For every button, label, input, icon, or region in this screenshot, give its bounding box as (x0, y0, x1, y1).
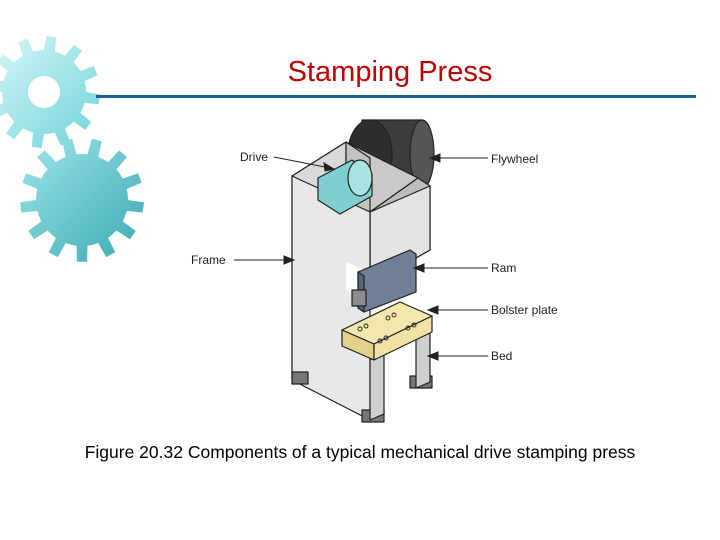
stamping-press-diagram (234, 119, 488, 423)
label-bed: Bed (491, 349, 513, 363)
label-frame: Frame (191, 253, 226, 267)
ram-part (351, 249, 417, 313)
label-drive: Drive (240, 150, 269, 164)
label-flywheel: Flywheel (491, 152, 539, 166)
drive-part (317, 159, 373, 215)
title-underline (96, 95, 696, 98)
label-ram: Ram (491, 261, 517, 275)
gear-icon-bottom (20, 138, 144, 262)
decorative-gears (0, 36, 144, 262)
leader-arrows (234, 153, 488, 361)
figure-caption: Figure 20.32 Components of a typical mec… (84, 442, 636, 462)
slide-title: Stamping Press (287, 56, 493, 88)
gear-icon-top (0, 36, 100, 148)
label-bolster-plate: Bolster plate (491, 303, 558, 317)
bolster-plate-part (341, 301, 433, 361)
